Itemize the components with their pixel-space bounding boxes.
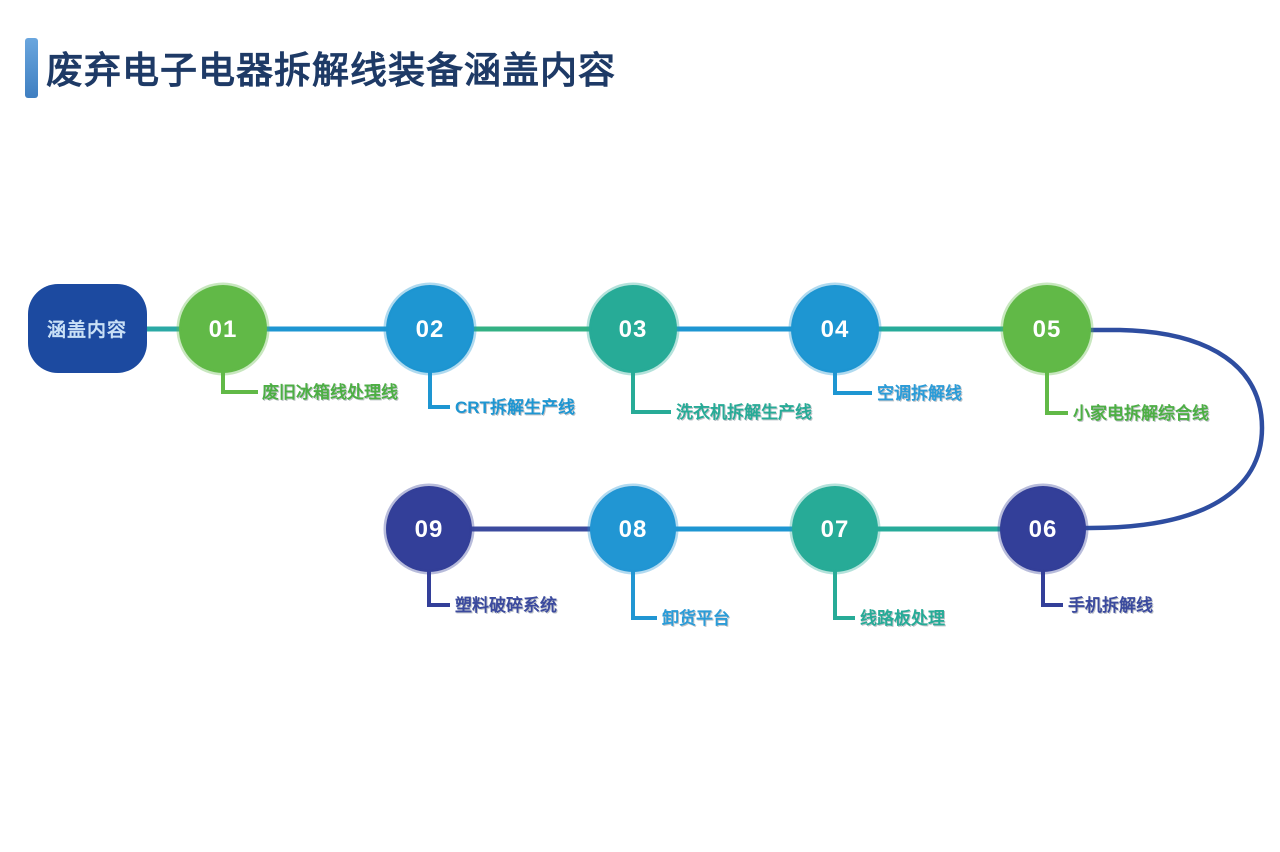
node-02-number: 02 [416, 316, 445, 343]
label-03: 洗衣机拆解生产线 [676, 402, 812, 422]
node-07-circle [789, 483, 881, 575]
label-08: 卸货平台 [662, 608, 730, 628]
node-06-number: 06 [1029, 516, 1058, 543]
node-02: 02 [383, 282, 477, 376]
root-node-label: 涵盖内容 [47, 318, 127, 341]
node-01: 01 [176, 282, 270, 376]
node-08-circle [587, 483, 679, 575]
node-03-circle [586, 282, 680, 376]
node-05: 05 [1000, 282, 1094, 376]
node-09-number: 09 [415, 516, 444, 543]
root-node [28, 284, 147, 373]
node-07: 07 [789, 483, 881, 575]
node-05-number: 05 [1033, 316, 1062, 343]
label-07: 线路板处理 [860, 608, 945, 628]
label-01: 废旧冰箱线处理线 [262, 382, 398, 402]
node-06-circle [997, 483, 1089, 575]
node-04-number: 04 [821, 316, 850, 343]
page-header: 废弃电子电器拆解线装备涵盖内容 [25, 38, 616, 98]
label-06: 手机拆解线 [1068, 595, 1153, 615]
node-05-circle [1000, 282, 1094, 376]
node-01-circle [176, 282, 270, 376]
label-02: CRT拆解生产线 [455, 397, 575, 417]
node-06: 06 [997, 483, 1089, 575]
node-03-number: 03 [619, 316, 648, 343]
node-08: 08 [587, 483, 679, 575]
connector-05-06-curve [1043, 327, 1265, 531]
node-03: 03 [586, 282, 680, 376]
node-09-circle [383, 483, 475, 575]
node-04-circle [788, 282, 882, 376]
node-08-number: 08 [619, 516, 648, 543]
node-02-circle [383, 282, 477, 376]
label-05: 小家电拆解综合线 [1073, 403, 1209, 423]
node-09: 09 [383, 483, 475, 575]
label-09: 塑料破碎系统 [455, 595, 557, 615]
node-07-number: 07 [821, 516, 850, 543]
node-04: 04 [788, 282, 882, 376]
page-title: 废弃电子电器拆解线装备涵盖内容 [46, 51, 616, 92]
label-04: 空调拆解线 [877, 383, 962, 403]
node-01-number: 01 [209, 316, 238, 343]
title-accent-bar [25, 38, 38, 98]
